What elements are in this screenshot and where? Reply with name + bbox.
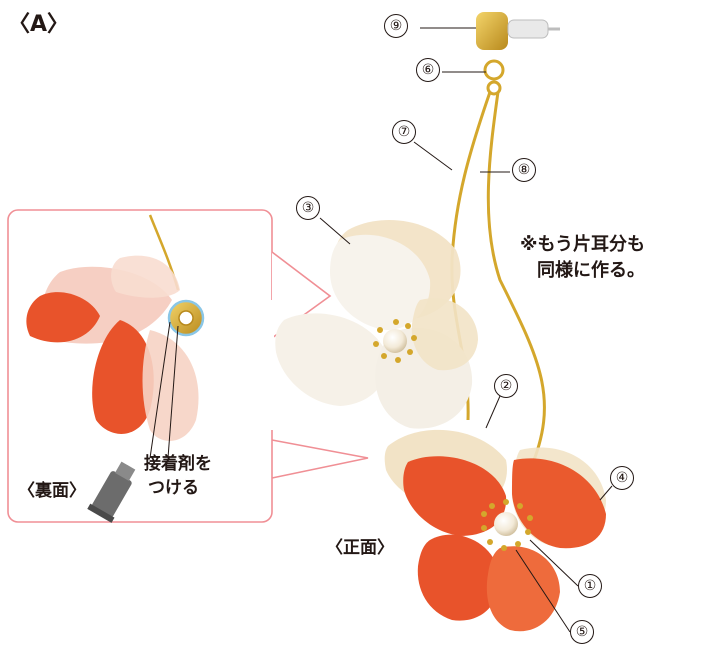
part-number-7: ⑦ [392,120,416,144]
note-text: ※もう片耳分も 同様に作る。 [520,232,645,284]
glue-instruction: 接着剤を つける [144,452,212,500]
part-number-6: ⑥ [416,58,440,82]
part-number-9: ⑨ [384,14,408,38]
white-flower-pearl [383,329,407,353]
part-number-4: ④ [610,466,634,490]
part-number-8: ⑧ [512,158,536,182]
part-number-1: ① [578,574,602,598]
part-number-3: ③ [296,196,320,220]
orange-flower-pearl [494,512,518,536]
orange-flower [385,430,606,631]
part-number-2: ② [494,374,518,398]
note-line-1: ※もう片耳分も [520,232,645,258]
figure-label: 〈A〉 [8,6,69,38]
note-line-2: 同様に作る。 [520,258,645,284]
front-view-label: 〈正面〉 [326,533,394,558]
jump-ring [485,61,503,79]
white-flower [275,220,478,429]
glue-line-1: 接着剤を [144,452,212,476]
part-number-5: ⑤ [570,620,594,644]
back-view-label: 〈裏面〉 [18,476,86,501]
inset-callout-lower [272,440,368,478]
glue-line-2: つける [144,476,212,500]
ear-post [476,12,560,94]
